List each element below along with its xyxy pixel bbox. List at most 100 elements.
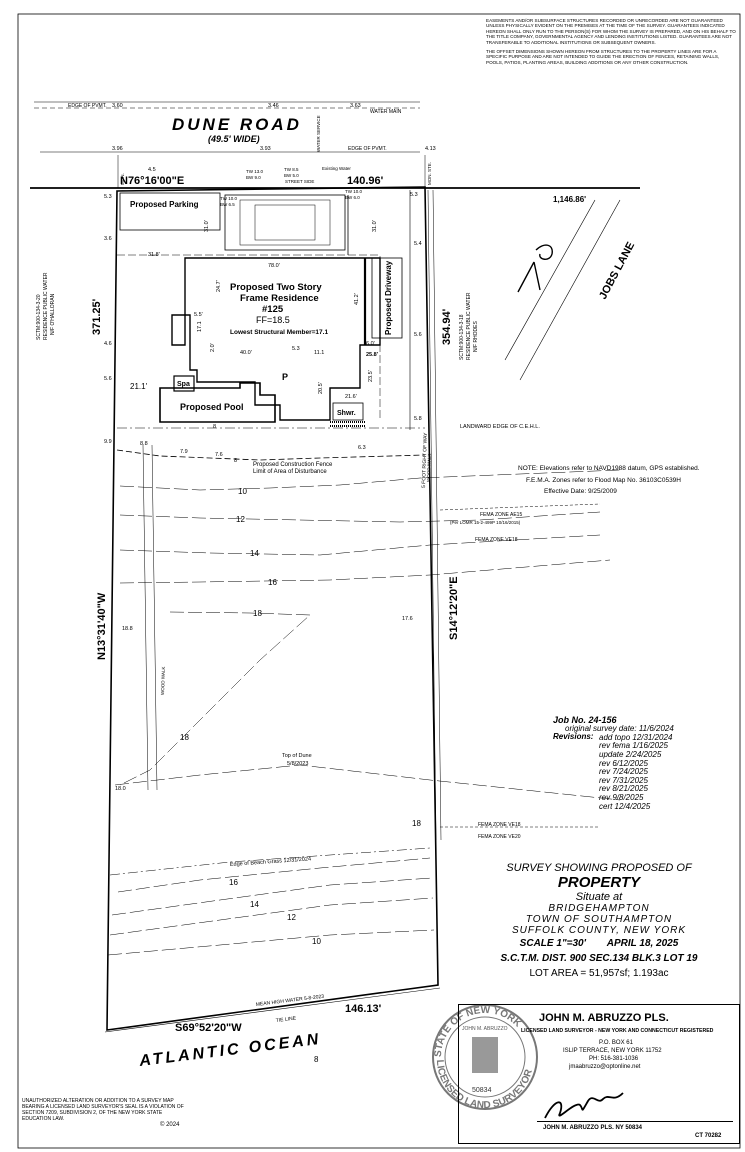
contour-label: 16 bbox=[229, 878, 238, 887]
bearing-south-dist: 146.13' bbox=[345, 1003, 382, 1015]
dim-label: 18.8 bbox=[122, 626, 133, 632]
residence-ff: FF=18.5 bbox=[256, 315, 290, 325]
edge-pvmt-bottom: EDGE OF PVMT. bbox=[348, 146, 387, 152]
contour-label: 14 bbox=[250, 549, 259, 558]
dim-label: 5.3 bbox=[410, 192, 418, 198]
bearing-west-dist: 371.25' bbox=[91, 298, 103, 335]
title-scale: SCALE 1"=30' bbox=[519, 938, 586, 949]
dim-label: TW 10.0 bbox=[345, 189, 363, 194]
revision-item: cert 12/4/2025 bbox=[599, 801, 651, 811]
original-survey-date: original survey date: 11/6/2024 bbox=[565, 723, 674, 733]
dim-label: BW 5.0 bbox=[284, 173, 299, 178]
dim-label: TW 10.0 bbox=[220, 196, 238, 201]
dim-label: 4.6 bbox=[104, 341, 112, 347]
title-lot-area: LOT AREA = 51,957sf; 1.193ac bbox=[529, 968, 669, 979]
east-neighbor-1: SCTM:900-134-3-18 bbox=[459, 314, 465, 360]
bearing-south: S69°52'20"W bbox=[175, 1022, 242, 1034]
deck-label: P bbox=[282, 372, 288, 382]
dim-label: 17.6 bbox=[402, 616, 413, 622]
contour-label: 12 bbox=[236, 515, 245, 524]
dim-label: 40.0' bbox=[240, 350, 252, 356]
bearing-west: N13°31'40"W bbox=[96, 592, 108, 660]
dim-label: BW 6.0 bbox=[345, 195, 360, 200]
dim-label: 4.5 bbox=[148, 167, 156, 173]
water-main: WATER MAIN bbox=[370, 109, 402, 115]
wood-walk-east: WOOD WALK bbox=[426, 454, 432, 483]
signature-line: JOHN M. ABRUZZO PLS. NY 50834 bbox=[543, 1125, 643, 1131]
fema-ve18: FEMA ZONE VE18 bbox=[475, 537, 518, 543]
disturbance-label: Limit of Area of Disturbance bbox=[253, 469, 327, 475]
fema-map-note: F.E.M.A. Zones refer to Flood Map No. 36… bbox=[526, 477, 681, 484]
pool-label: Proposed Pool bbox=[180, 402, 244, 412]
dim-label: 31.0' bbox=[204, 220, 210, 232]
contour-label: 18 bbox=[412, 819, 421, 828]
surveyor-city: ISLIP TERRACE, NEW YORK 11752 bbox=[563, 1048, 662, 1054]
residence-number: #125 bbox=[262, 304, 284, 315]
tie-line-label: TIE LINE bbox=[276, 1015, 298, 1024]
west-neighbor-1: SCTM:900-134-3-20 bbox=[36, 294, 42, 340]
dim-label: 7.6 bbox=[215, 452, 223, 458]
seal-number: 50834 bbox=[472, 1087, 492, 1094]
bearing-north: N76°16'00"E bbox=[120, 175, 184, 187]
top-dune-2: 5/8/2023 bbox=[287, 761, 308, 767]
dim-label: 7.9 bbox=[180, 449, 188, 455]
dim-label: 20.5' bbox=[318, 382, 324, 394]
surveyor-po-box: P.O. BOX 61 bbox=[599, 1040, 633, 1046]
ocean-label: ATLANTIC OCEAN bbox=[137, 1031, 322, 1070]
residence-lsm: Lowest Structural Member=17.1 bbox=[230, 329, 328, 336]
dim-label: 21.1' bbox=[130, 382, 148, 391]
bearing-east-dist: 354.94' bbox=[441, 308, 453, 345]
fema-ve20: FEMA ZONE VE20 bbox=[478, 834, 521, 840]
wood-walk-west: WOOD WALK bbox=[160, 667, 166, 696]
dim-label: BW 6.5 bbox=[220, 202, 235, 207]
surveyor-signature bbox=[544, 1092, 624, 1119]
spa-label: Spa bbox=[177, 381, 190, 388]
dim-label: 8.8 bbox=[140, 441, 148, 447]
footnote-line: EDUCATION LAW. bbox=[22, 1116, 65, 1122]
row-label: 5 FOOT RIGHT OF WAY bbox=[421, 432, 429, 488]
fema-ve18-b: FEMA ZONE VE18 bbox=[478, 822, 521, 828]
revision-item: add topo 12/31/2024 bbox=[599, 732, 673, 742]
surveyor-name: JOHN M. ABRUZZO PLS. bbox=[539, 1012, 669, 1024]
revision-item: rev 7/31/2025 bbox=[599, 775, 648, 785]
dim-label: 21.6' bbox=[345, 394, 357, 400]
revision-item: rev 8/21/2025 bbox=[599, 784, 648, 794]
dim-label: 31.8' bbox=[148, 252, 160, 258]
dim-label: 17.1 bbox=[197, 321, 203, 332]
contour-labels: 10 12 14 16 18 18 16 14 12 10 8 18 bbox=[180, 487, 421, 1064]
bearing-north-dist: 140.96' bbox=[347, 175, 384, 187]
revision-item: rev 9/8/2025 bbox=[599, 792, 644, 802]
dim-label: 18.0 bbox=[115, 786, 126, 792]
dim-label: 11.1 bbox=[314, 350, 324, 356]
dim-label: 5.5' bbox=[194, 312, 203, 318]
surveyor-box: JOHN M. ABRUZZO PLS. LICENSED LAND SURVE… bbox=[458, 1004, 740, 1144]
footnote-line: UNAUTHORIZED ALTERATION OR ADDITION TO A… bbox=[22, 1098, 174, 1104]
contour-label: 18 bbox=[253, 609, 262, 618]
shower-label: Shwr. bbox=[337, 410, 356, 417]
contour-label: 14 bbox=[250, 900, 259, 909]
dim-label: 9.9 bbox=[104, 439, 112, 445]
dim-label: 8 bbox=[213, 424, 216, 430]
revisions-block: Job No. 24-156 original survey date: 11/… bbox=[553, 716, 674, 811]
water-service: WATER SERVICE bbox=[316, 115, 321, 152]
mon-east: MON. STE. bbox=[427, 162, 432, 185]
title-town: TOWN OF SOUTHAMPTON bbox=[525, 914, 673, 925]
footnote-line: SECTION 7209, SUBDIVISION 2, OF THE NEW … bbox=[22, 1110, 163, 1116]
edge-pvmt-top: EDGE OF PVMT. bbox=[68, 103, 107, 109]
cehl-label: LANDWARD EDGE OF C.E.H.L. bbox=[460, 424, 540, 430]
note-offsets: The offset dimensions shown hereon from … bbox=[486, 49, 720, 65]
dim-label: 3.93 bbox=[260, 146, 271, 152]
contour-label: 18 bbox=[180, 733, 189, 742]
dim-label: 31.0' bbox=[372, 220, 378, 232]
dim-label: 5.6 bbox=[104, 376, 112, 382]
residence-line2: Frame Residence bbox=[240, 293, 319, 304]
title-property: PROPERTY bbox=[557, 874, 641, 891]
seal-inner-name: JOHN M. ABRUZZO bbox=[462, 1026, 508, 1032]
dim-label: 3.60 bbox=[112, 103, 123, 109]
footnote-line: BEARING A LICENSED LAND SURVEYOR'S SEAL … bbox=[22, 1104, 184, 1110]
title-block: SURVEY SHOWING PROPOSED OF PROPERTY Situ… bbox=[458, 862, 740, 979]
title-situate: Situate at bbox=[575, 891, 623, 903]
jobs-lane-dist: 1,146.86' bbox=[553, 195, 586, 204]
